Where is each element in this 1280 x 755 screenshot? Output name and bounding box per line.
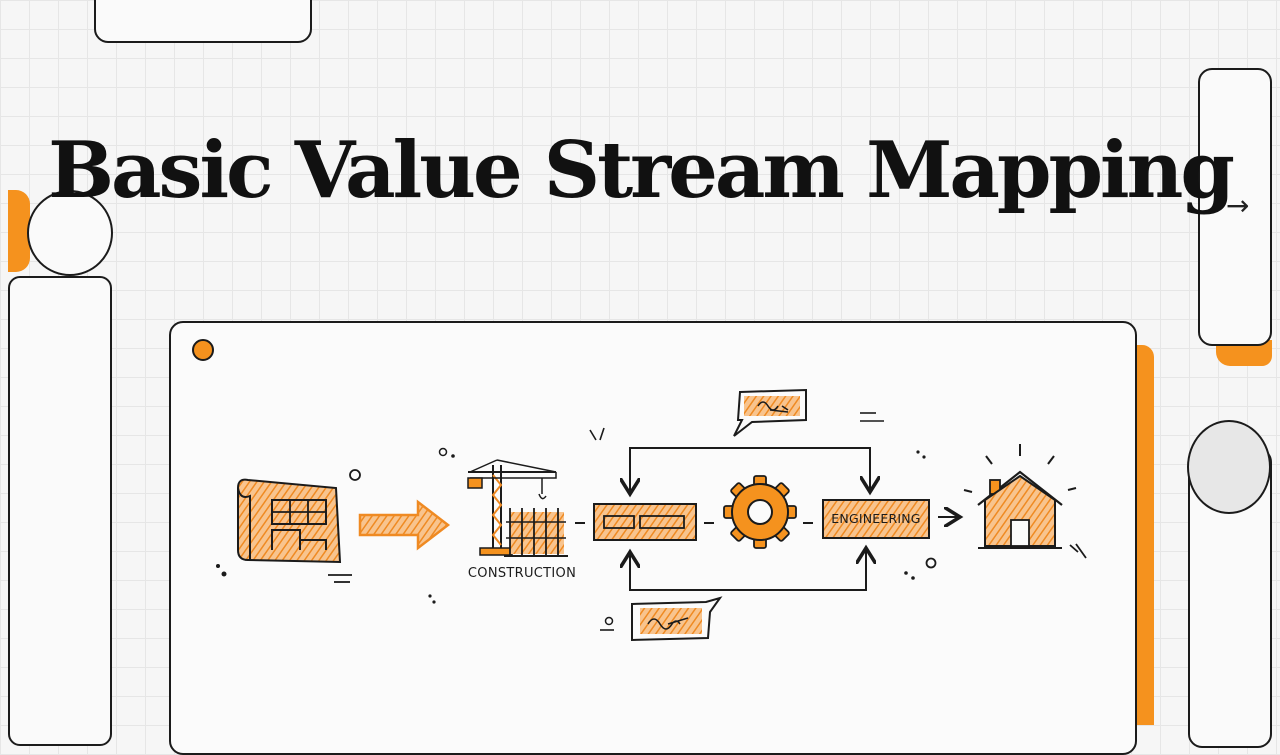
blueprint-icon [216, 469, 361, 583]
next-arrow-icon[interactable]: → [1226, 189, 1250, 222]
value-stream-diagram [192, 339, 1087, 642]
house-icon [904, 444, 1087, 580]
process-box [593, 503, 697, 541]
right-top-card[interactable] [1198, 68, 1272, 346]
construction-label: CONSTRUCTION [467, 566, 577, 581]
engineering-box [822, 499, 930, 539]
right-circle [1187, 420, 1271, 514]
page-title: Basic Value Stream Mapping [48, 125, 1235, 216]
top-speech-bubble-icon [589, 388, 926, 459]
bottom-feedback-loop [630, 550, 866, 591]
left-accent [8, 190, 30, 272]
arrow-icon [358, 499, 451, 551]
top-card [94, 0, 312, 43]
corner-dot [192, 339, 214, 361]
bottom-speech-bubble-icon [428, 594, 723, 642]
left-circle [27, 190, 113, 276]
crane-icon [438, 447, 568, 557]
engineering-label: ENGINEERING [831, 511, 921, 526]
top-feedback-loop [630, 447, 870, 492]
gear-icon [723, 475, 797, 549]
